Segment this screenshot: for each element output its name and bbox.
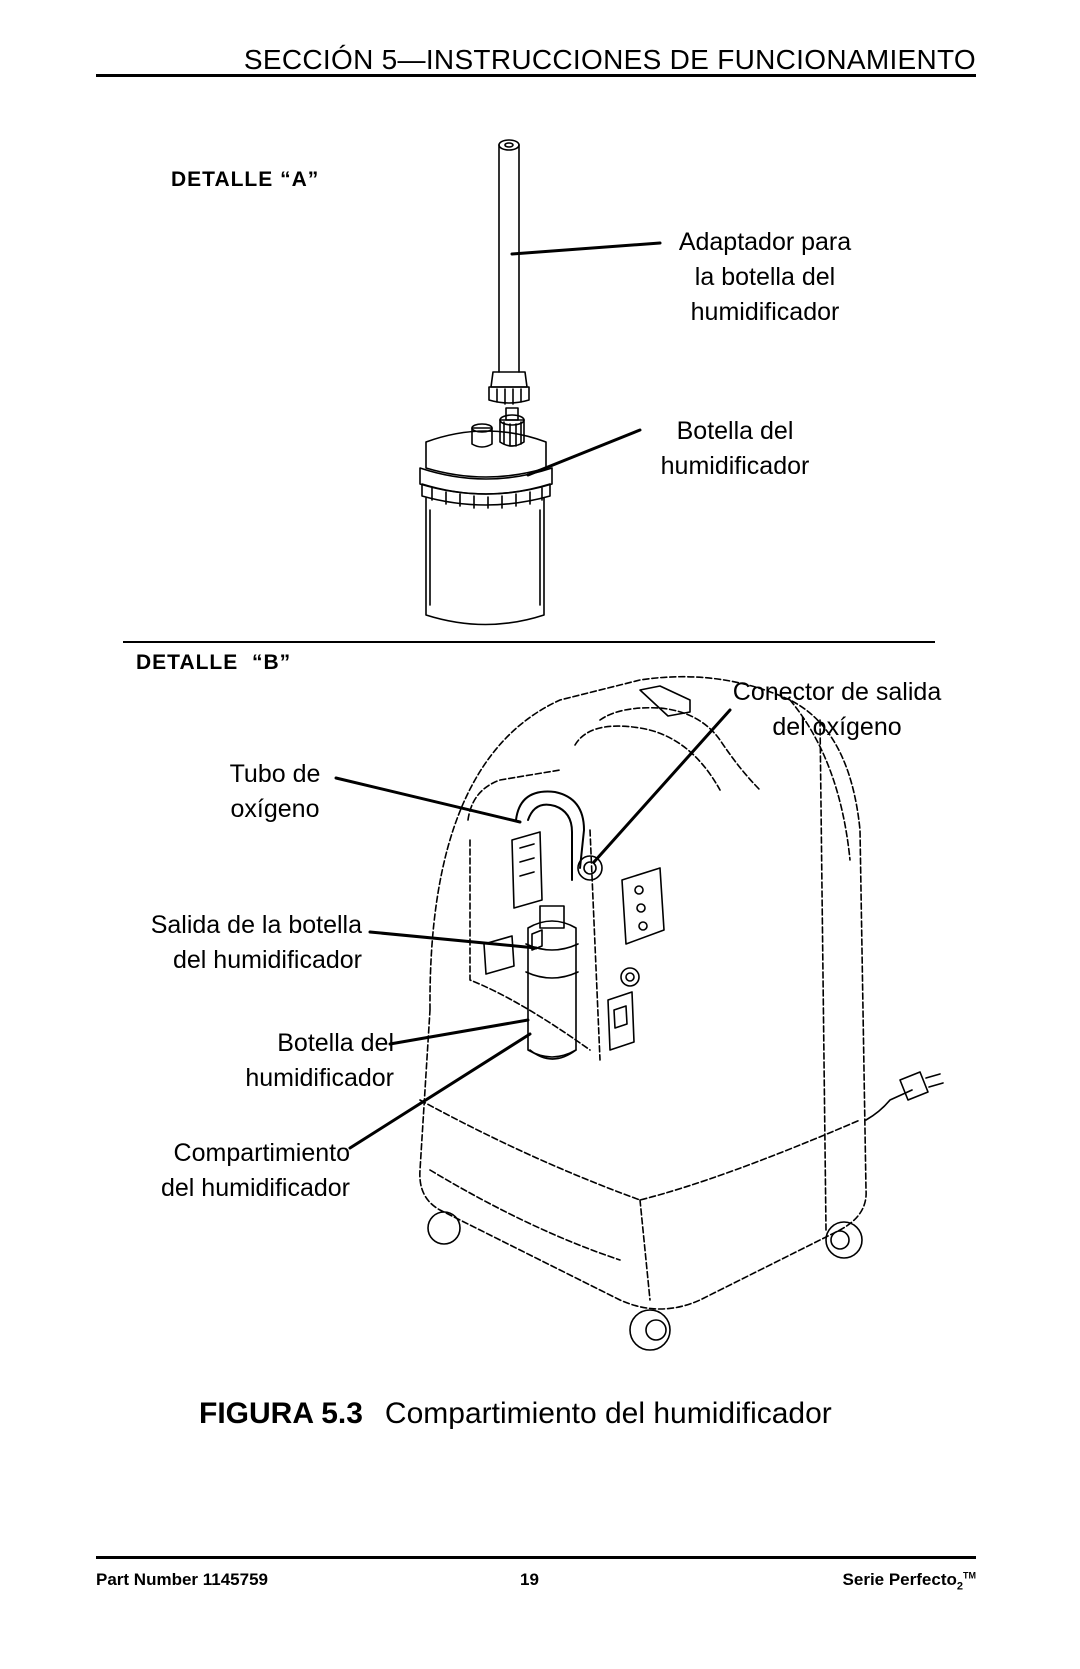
- bottle-outlet-callout: Salida de la botella del humidificador: [130, 908, 362, 978]
- oxygen-outlet-label-line1: Conector de salida: [732, 678, 942, 706]
- oxygen-concentrator-drawing: [419, 675, 867, 1310]
- bottle-b-callout: Botella del humidificador: [200, 1026, 394, 1096]
- leader-bottle-outlet: [368, 930, 538, 950]
- footer-page-number: 19: [520, 1570, 539, 1589]
- bottle-a-label-line1: Botella del: [676, 417, 794, 445]
- leader-bottle-a: [526, 428, 642, 477]
- leader-bottle-b: [388, 1018, 530, 1046]
- leader-compartment: [348, 1032, 532, 1150]
- figure-title: Compartimiento del humidificador: [384, 1397, 832, 1430]
- detail-b-heading: DETALLE “B”: [136, 651, 292, 674]
- series-name: Serie Perfecto: [842, 1570, 957, 1589]
- compartment-label-line1: Compartimiento: [173, 1139, 350, 1167]
- oxygen-outlet-label-line2: del oxígeno: [772, 713, 902, 741]
- bottle-b-label-line1: Botella del: [277, 1029, 394, 1057]
- footer-series: Serie Perfecto2TM: [843, 1570, 976, 1592]
- humidifier-bottle-drawing-a: [419, 407, 553, 626]
- compartment-label-line2: del humidificador: [161, 1174, 350, 1202]
- bottle-a-label-line2: humidificador: [660, 452, 810, 480]
- series-subscript: 2: [956, 1580, 963, 1593]
- oxygen-tube-callout: Tubo de oxígeno: [200, 757, 350, 827]
- section-title: SECCIÓN 5—INSTRUCCIONES DE FUNCIONAMIENT…: [243, 44, 976, 75]
- bottle-outlet-label-line2: del humidificador: [173, 946, 362, 974]
- trademark-symbol: TM: [963, 1570, 976, 1581]
- oxygen-tube-label-line1: Tubo de: [229, 760, 321, 788]
- footer-part-number: Part Number 1145759: [96, 1570, 268, 1589]
- leader-oxygen-outlet: [592, 708, 732, 864]
- humidifier-adapter-drawing: [488, 139, 530, 405]
- concentrator-details: [427, 685, 944, 1351]
- detail-divider-rule: [123, 641, 935, 643]
- oxygen-outlet-callout: Conector de salida del oxígeno: [722, 675, 952, 745]
- figure-caption: FIGURA 5.3 Compartimiento del humidificad…: [199, 1397, 832, 1431]
- compartment-callout: Compartimiento del humidificador: [130, 1136, 350, 1206]
- adapter-label-line1: Adaptador para: [678, 228, 852, 256]
- adapter-label-line2: la botella del: [694, 263, 836, 291]
- bottle-b-label-line2: humidificador: [245, 1064, 394, 1092]
- header-rule: [96, 74, 976, 77]
- footer-rule: [96, 1556, 976, 1559]
- oxygen-tube-label-line2: oxígeno: [230, 795, 320, 823]
- leader-oxygen-tube: [334, 776, 522, 824]
- adapter-label-line3: humidificador: [690, 298, 840, 326]
- detail-a-heading: DETALLE “A”: [171, 168, 320, 191]
- bottle-outlet-label-line1: Salida de la botella: [150, 911, 362, 939]
- bottle-a-callout: Botella del humidificador: [630, 414, 840, 484]
- figure-number: FIGURA 5.3: [199, 1397, 363, 1430]
- leader-adapter: [510, 241, 662, 256]
- adapter-callout: Adaptador para la botella del humidifica…: [650, 225, 880, 330]
